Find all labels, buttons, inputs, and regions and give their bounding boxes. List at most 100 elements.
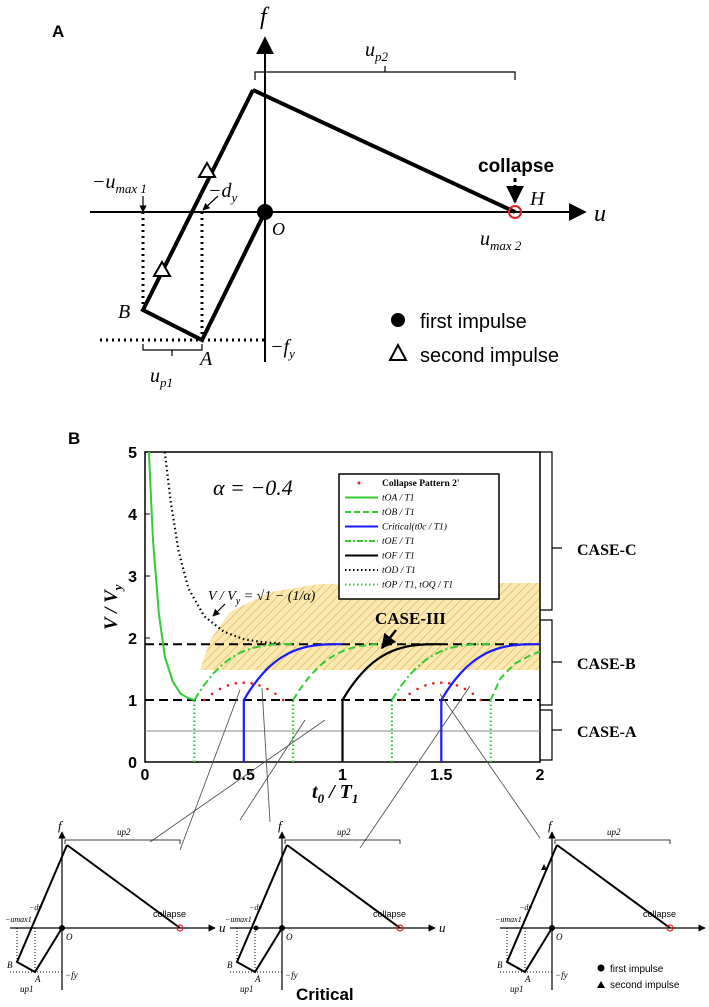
origin-label: O bbox=[66, 932, 73, 942]
unloading-line bbox=[252, 88, 516, 214]
case-a-label: CASE-A bbox=[577, 724, 637, 741]
legend-first-impulse-icon bbox=[391, 313, 405, 327]
dy-label: −dy bbox=[519, 903, 532, 912]
y-axis-label: V / Vy bbox=[101, 584, 125, 630]
collapse-pattern-dot bbox=[400, 698, 404, 702]
impulse-triangle bbox=[541, 864, 547, 870]
axis-f-label: f bbox=[278, 818, 284, 833]
collapse-pattern-dot bbox=[250, 682, 253, 685]
unloading-line bbox=[66, 844, 181, 929]
collapse-pattern-dot bbox=[258, 684, 261, 687]
point-a-label: A bbox=[198, 348, 213, 370]
unloading-line bbox=[286, 844, 401, 929]
x-tick-label: 0 bbox=[141, 767, 150, 784]
legend-item-label: Collapse Pattern 2' bbox=[382, 479, 460, 489]
up1-bracket bbox=[142, 344, 203, 351]
axis-u-label: u bbox=[594, 201, 606, 227]
up1-label: up1 bbox=[150, 365, 173, 390]
fy-label: −fy bbox=[555, 970, 568, 980]
fy-label: −fy bbox=[270, 336, 295, 361]
hatched-region bbox=[178, 583, 540, 670]
umax1-label: −umax1 bbox=[225, 915, 252, 924]
small-legend-first: first impulse bbox=[610, 964, 664, 975]
collapse-label: collapse bbox=[373, 909, 406, 919]
umax1-label: −umax 1 bbox=[92, 171, 147, 196]
small-legend-second: second impulse bbox=[610, 980, 680, 991]
series-tod bbox=[163, 451, 284, 645]
umax1-label: −umax1 bbox=[495, 915, 522, 924]
collapse-label: collapse bbox=[478, 156, 554, 177]
dy-arrow bbox=[202, 195, 219, 211]
origin-first-impulse-dot bbox=[257, 204, 273, 220]
case-iii-label: CASE-III bbox=[375, 609, 446, 628]
point-a-label: A bbox=[34, 974, 41, 984]
up2-label: up2 bbox=[337, 827, 351, 837]
impulse-dot bbox=[253, 925, 259, 931]
up2-bracket bbox=[284, 839, 401, 844]
collapse-pattern-dot bbox=[408, 692, 411, 696]
point-h-label: H bbox=[529, 188, 546, 210]
small-legend-second-icon bbox=[597, 981, 605, 988]
fy-label: −fy bbox=[65, 970, 78, 980]
legend-item-label: tOD / T1 bbox=[382, 566, 416, 576]
collapse-pattern-dot bbox=[202, 698, 206, 702]
series-critical bbox=[440, 643, 540, 762]
collapse-pattern-dot bbox=[424, 684, 427, 687]
point-b-label: B bbox=[227, 960, 233, 970]
collapse-point bbox=[176, 924, 184, 932]
case-iii-arrow bbox=[381, 629, 397, 650]
collapse-pattern-dot bbox=[226, 684, 230, 687]
collapse-pattern-dot bbox=[416, 687, 419, 691]
axis-f-label: f bbox=[260, 4, 270, 30]
legend-item-label: tOE / T1 bbox=[382, 537, 415, 547]
origin-label: O bbox=[272, 219, 285, 239]
x-tick-label: 1 bbox=[338, 767, 347, 784]
fy-label: −fy bbox=[285, 970, 298, 980]
y-tick-label: 1 bbox=[128, 693, 137, 710]
hysteresis-loop bbox=[505, 844, 558, 974]
triangle-marker-upper bbox=[197, 160, 217, 178]
axis-u-label: u bbox=[219, 920, 226, 935]
collapse-pattern-dot bbox=[471, 692, 475, 696]
series-toe bbox=[391, 643, 491, 701]
hysteresis-loop bbox=[15, 844, 68, 974]
case-b-label: CASE-B bbox=[577, 656, 636, 673]
collapse-pattern-dot bbox=[479, 698, 483, 702]
y-tick-label: 2 bbox=[128, 631, 137, 648]
up2-label: up2 bbox=[365, 39, 389, 64]
case-b-brace bbox=[540, 619, 553, 706]
legend-item-label: Critical(t0c / T1) bbox=[382, 522, 447, 533]
case-c-label: CASE-C bbox=[577, 542, 637, 559]
origin-label: O bbox=[556, 932, 563, 942]
collapse-pattern-dot bbox=[455, 684, 459, 687]
triangle-marker-lower bbox=[152, 259, 172, 277]
umax1-label: −umax1 bbox=[5, 915, 32, 924]
up2-bracket bbox=[554, 839, 671, 844]
x-tick-label: 0.5 bbox=[233, 767, 255, 784]
collapse-label: collapse bbox=[643, 909, 676, 919]
point-b-label: B bbox=[118, 301, 130, 323]
collapse-pattern-dot bbox=[218, 687, 222, 691]
collapse-pattern-dot bbox=[447, 682, 451, 685]
legend-item-label: tOF / T1 bbox=[382, 552, 415, 562]
collapse-pattern-dot bbox=[281, 698, 285, 702]
hysteresis-loop bbox=[140, 89, 267, 343]
collapse-point bbox=[666, 924, 674, 932]
case-braces bbox=[540, 451, 562, 761]
collapse-pattern-dot bbox=[274, 692, 277, 696]
legend-swatch bbox=[357, 481, 361, 485]
umax2-label: umax 2 bbox=[480, 228, 522, 253]
panel-b-label: B bbox=[68, 429, 80, 448]
series-toe bbox=[193, 643, 294, 701]
formula-arrow bbox=[212, 603, 226, 617]
legend-item-label: tOA / T1 bbox=[382, 494, 415, 504]
point-b-label: B bbox=[7, 960, 13, 970]
collapse-point bbox=[396, 924, 404, 932]
series-critical bbox=[242, 643, 343, 762]
origin-label: O bbox=[286, 932, 293, 942]
panel-a-label: A bbox=[52, 22, 64, 41]
